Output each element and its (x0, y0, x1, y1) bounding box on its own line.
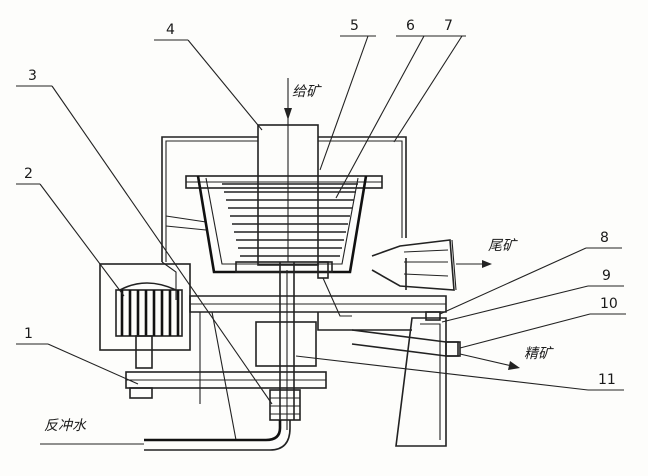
callout-9: 9 (602, 268, 611, 284)
callout-4: 4 (166, 22, 175, 38)
motor-fins (120, 290, 180, 336)
top-rim (185, 175, 383, 189)
callout-numbers: 1 2 3 4 5 6 7 8 9 10 11 (24, 18, 618, 388)
motor (99, 263, 191, 369)
callout-6: 6 (406, 18, 415, 34)
callout-11: 11 (598, 372, 616, 388)
flow-labels: 给矿 尾矿 精矿 反冲水 (44, 84, 554, 434)
tailings-arrow (482, 260, 492, 268)
concentrate-label: 精矿 (524, 346, 554, 362)
feed-pipe (257, 78, 319, 266)
discharge-valve (317, 261, 352, 317)
callout-2: 2 (24, 166, 33, 182)
callout-7: 7 (444, 18, 453, 34)
feed-arrow (284, 108, 292, 120)
base-plate (189, 295, 447, 441)
callout-10: 10 (600, 296, 618, 312)
leader-lines (16, 35, 626, 405)
concentrate-arrow (508, 361, 520, 370)
bowl-riffles (222, 183, 358, 257)
outer-housing (161, 136, 407, 300)
rotary-joint (269, 389, 301, 421)
flow-arrows (456, 260, 520, 370)
callout-1: 1 (24, 326, 33, 342)
callout-5: 5 (350, 18, 359, 34)
callout-3: 3 (28, 68, 37, 84)
concentrate-outlet (351, 329, 461, 357)
backwash-water-label: 反冲水 (44, 418, 87, 434)
belt-drive (125, 371, 327, 399)
tailings-label: 尾矿 (488, 238, 518, 254)
feed-label: 给矿 (292, 84, 322, 100)
tailings-launder (371, 239, 457, 291)
support-stand (395, 311, 447, 447)
conical-bowl (196, 175, 368, 274)
callout-8: 8 (600, 230, 609, 246)
backwash-water-pipe (40, 420, 291, 451)
central-shaft (255, 262, 317, 430)
